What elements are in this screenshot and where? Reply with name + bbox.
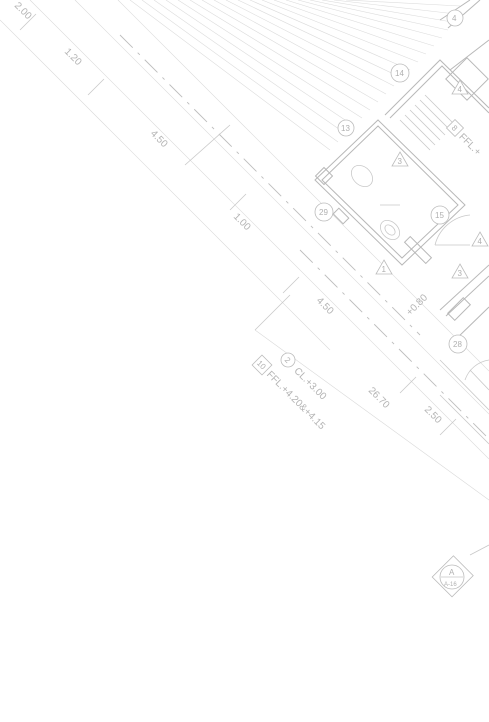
marker-triangle xyxy=(471,231,489,247)
section-marker-letter: A xyxy=(449,568,455,577)
hatched-area xyxy=(129,0,461,151)
dim-2-00: 2.00 xyxy=(12,0,34,22)
floor-level-box-top xyxy=(445,118,465,138)
marker-label: 14 xyxy=(395,69,404,78)
marker-circle xyxy=(390,63,410,83)
marker-label: 4 xyxy=(458,85,463,94)
dim-4-50-upper: 4.50 xyxy=(148,128,170,150)
dim-4-50-lower: 4.50 xyxy=(314,295,336,317)
dim-1-20: 1.20 xyxy=(62,46,84,68)
dimension-labels: 2.00 1.20 4.50 1.00 4.50 26.70 2.50 +0.8… xyxy=(12,0,444,426)
marker-circle xyxy=(446,9,464,27)
marker-circle xyxy=(448,334,468,354)
marker-label: 3 xyxy=(458,269,463,278)
dim-plus-0-80: +0.80 xyxy=(404,292,430,318)
marker-triangle xyxy=(375,259,393,275)
marker-triangle xyxy=(451,263,469,279)
dim-1-00: 1.00 xyxy=(231,211,253,233)
floor-level-box xyxy=(251,354,273,376)
marker-label: 28 xyxy=(453,340,462,349)
floor-level-text-top: FFL.+ xyxy=(456,132,483,159)
marker-triangle xyxy=(391,151,409,167)
dim-26-70: 26.70 xyxy=(366,385,392,411)
marker-circle xyxy=(314,202,334,222)
ceiling-level-circle xyxy=(280,352,296,368)
marker-label: 1 xyxy=(382,265,387,274)
marker-triangle xyxy=(451,79,469,95)
marker-label: 29 xyxy=(319,208,328,217)
walls xyxy=(314,0,489,556)
floor-level-text: FFL.+4.20&+4.15 xyxy=(264,369,327,432)
dim-2-50: 2.50 xyxy=(422,404,444,426)
dimension-lines xyxy=(0,0,489,501)
room-markers: 4 14 13 15 29 28 4 1 xyxy=(314,9,489,354)
marker-label: 4 xyxy=(452,14,457,23)
section-marker: A A-16 xyxy=(431,555,474,598)
marker-label: 3 xyxy=(398,157,403,166)
floor-level-tag-top: 8 xyxy=(450,123,460,133)
marker-circle xyxy=(337,119,355,137)
marker-label: 4 xyxy=(478,237,483,246)
ceiling-level-tag: 2 xyxy=(283,355,293,365)
level-annotations: 2 CL.+3.00 10 FFL.+4.20&+4.15 8 FFL.+ xyxy=(251,118,483,432)
section-marker-sheet: A-16 xyxy=(444,582,457,588)
marker-label: 13 xyxy=(341,124,350,133)
marker-label: 15 xyxy=(435,211,444,220)
marker-circle xyxy=(430,205,450,225)
